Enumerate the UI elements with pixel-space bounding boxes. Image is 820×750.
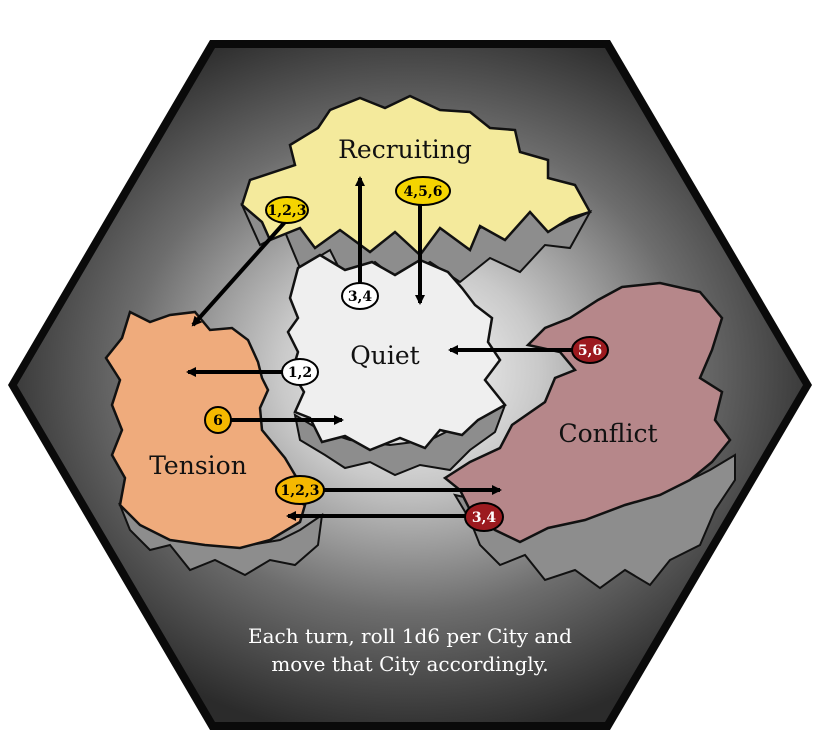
conflict-surface (442, 281, 732, 544)
badge-quiet-to-tension-text: 1,2 (288, 365, 312, 381)
badge-conflict-to-tension: 3,4 (464, 502, 504, 532)
badge-tension-to-conflict-text: 1,2,3 (281, 483, 320, 499)
badge-quiet-to-tension: 1,2 (281, 358, 319, 386)
badge-recruiting-to-quiet: 4,5,6 (395, 176, 451, 206)
conflict-island: Conflict (442, 281, 736, 590)
caption-line-1: Each turn, roll 1d6 per City and (248, 624, 572, 648)
badge-tension-to-conflict: 1,2,3 (275, 475, 325, 505)
badge-conflict-to-quiet: 5,6 (571, 336, 609, 364)
badge-recruiting-to-tension-text: 1,2,3 (268, 203, 307, 219)
recruiting-label: Recruiting (338, 135, 472, 164)
badge-tension-to-quiet: 6 (204, 406, 232, 434)
badge-recruiting-to-quiet-text: 4,5,6 (404, 184, 443, 200)
recruiting-surface (240, 94, 592, 257)
quiet-island: Quiet (286, 253, 507, 477)
tension-label: Tension (149, 451, 247, 480)
recruiting-island: Recruiting (240, 94, 593, 284)
conflict-label: Conflict (559, 419, 658, 448)
badge-conflict-to-quiet-text: 5,6 (578, 343, 602, 359)
badge-tension-to-quiet-text: 6 (213, 413, 223, 429)
badge-conflict-to-tension-text: 3,4 (472, 510, 497, 526)
badge-quiet-to-recruiting: 3,4 (341, 282, 379, 310)
arrow-recruiting-to-tension (191, 220, 287, 327)
badge-recruiting-to-tension: 1,2,3 (265, 196, 309, 224)
caption: Each turn, roll 1d6 per City and move th… (200, 622, 620, 678)
caption-line-2: move that City accordingly. (271, 652, 549, 676)
quiet-label: Quiet (350, 341, 419, 370)
arrows (186, 176, 580, 521)
badge-quiet-to-recruiting-text: 3,4 (348, 289, 373, 305)
